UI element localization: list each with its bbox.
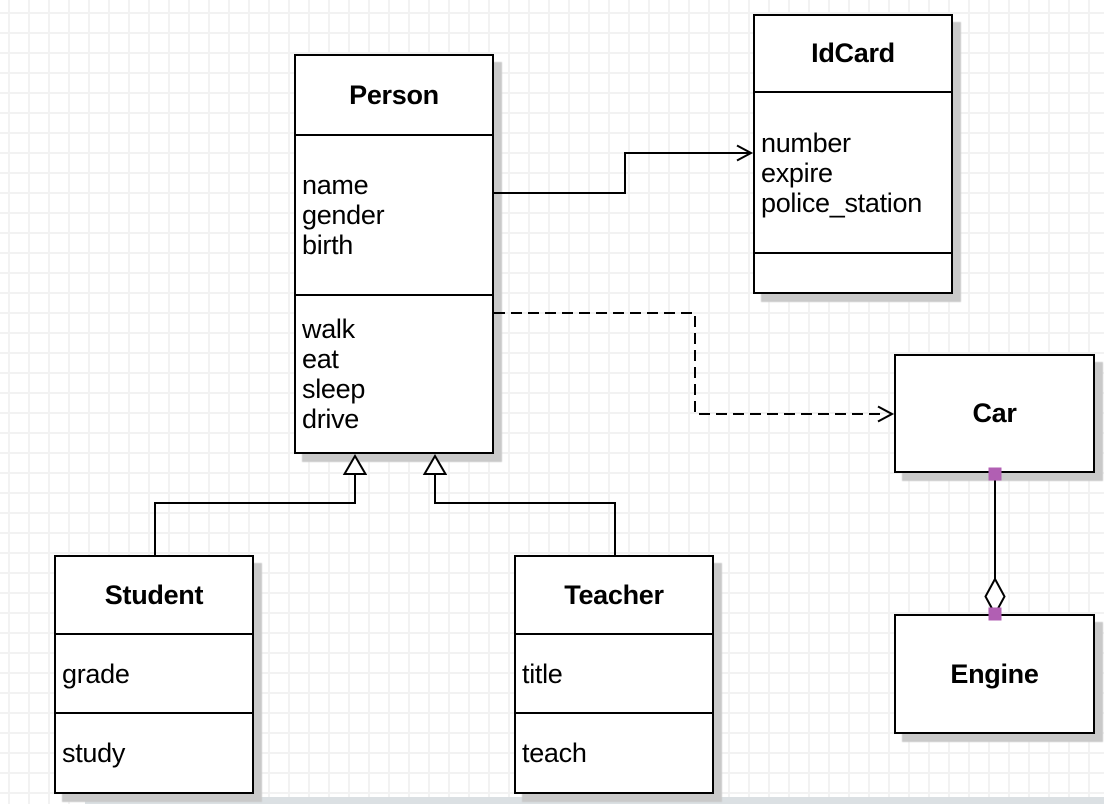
- method-item[interactable]: walk: [302, 314, 355, 344]
- class-title-label: Car: [972, 398, 1017, 428]
- class-student-title[interactable]: Student: [56, 557, 252, 633]
- page-edge-strip: [85, 797, 1104, 804]
- class-title-label: Engine: [950, 658, 1039, 689]
- class-title-label: Teacher: [564, 579, 664, 610]
- method-item[interactable]: sleep: [302, 374, 366, 404]
- edge-association-person-idcard[interactable]: [494, 144, 754, 194]
- class-person[interactable]: Person name gender birth walk eat sleep …: [294, 54, 494, 454]
- class-teacher-methods[interactable]: teach: [516, 711, 712, 792]
- class-idcard-methods-empty[interactable]: [755, 252, 951, 292]
- method-item[interactable]: eat: [302, 344, 339, 374]
- attribute-item[interactable]: grade: [62, 658, 130, 689]
- class-student[interactable]: Student grade study: [54, 555, 254, 794]
- edge-generalization-teacher-person[interactable]: [422, 454, 616, 555]
- class-person-attributes[interactable]: name gender birth: [296, 134, 492, 294]
- attribute-item[interactable]: title: [522, 658, 563, 689]
- class-student-attributes[interactable]: grade: [56, 633, 252, 711]
- class-car[interactable]: Car: [894, 354, 1095, 473]
- class-teacher[interactable]: Teacher title teach: [514, 555, 714, 794]
- attribute-item[interactable]: gender: [302, 200, 385, 230]
- attribute-item[interactable]: expire: [761, 157, 833, 188]
- edge-aggregation-car-engine[interactable]: [984, 467, 1006, 621]
- method-item[interactable]: teach: [522, 737, 587, 768]
- class-engine[interactable]: Engine: [894, 614, 1095, 734]
- class-idcard-title[interactable]: IdCard: [755, 16, 951, 91]
- class-person-methods[interactable]: walk eat sleep drive: [296, 294, 492, 452]
- attribute-item[interactable]: police_station: [761, 187, 922, 218]
- class-person-title[interactable]: Person: [296, 56, 492, 134]
- class-title-label: IdCard: [811, 38, 895, 69]
- class-teacher-title[interactable]: Teacher: [516, 557, 712, 633]
- class-student-methods[interactable]: study: [56, 711, 252, 792]
- method-item[interactable]: study: [62, 737, 126, 768]
- class-idcard[interactable]: IdCard number expire police_station: [753, 14, 953, 294]
- class-idcard-attributes[interactable]: number expire police_station: [755, 91, 951, 252]
- class-title-label: Person: [349, 79, 439, 110]
- class-car-title[interactable]: Car: [896, 356, 1093, 471]
- edge-generalization-student-person[interactable]: [154, 454, 368, 555]
- edge-dependency-person-car[interactable]: [494, 312, 895, 423]
- attribute-item[interactable]: name: [302, 170, 369, 200]
- method-item[interactable]: drive: [302, 404, 360, 434]
- attribute-item[interactable]: birth: [302, 230, 354, 260]
- class-title-label: Student: [104, 579, 204, 610]
- attribute-item[interactable]: number: [761, 127, 851, 158]
- class-teacher-attributes[interactable]: title: [516, 633, 712, 711]
- class-engine-title[interactable]: Engine: [896, 616, 1093, 732]
